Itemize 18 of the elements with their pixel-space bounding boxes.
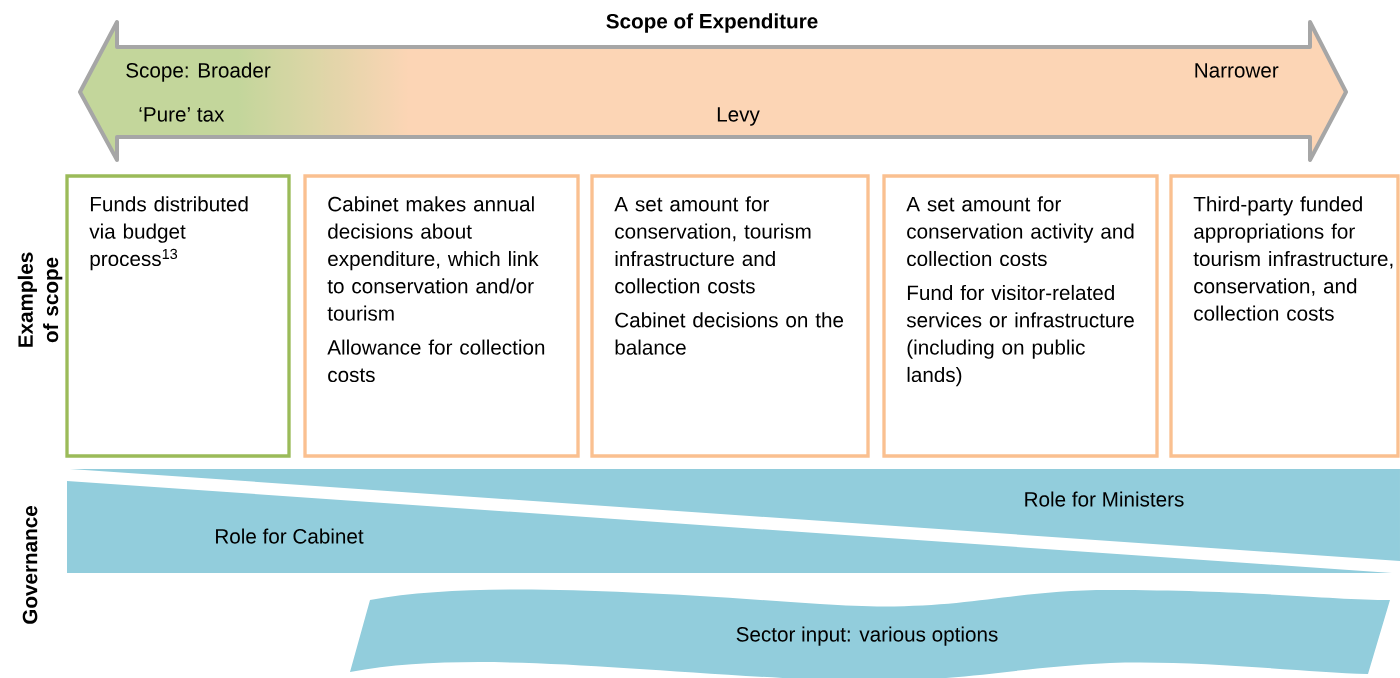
side-label: Governance (22, 505, 38, 624)
node-label: Role for Ministers (1025, 491, 1184, 507)
box-text: Cabinet makes annual decisions about expenditure, which link to conservation and/or tourism (327, 196, 539, 321)
box-text: Funds distributed via budget process$^{13}$ (89, 196, 248, 271)
scope-box (590, 174, 870, 458)
box-text: A set amount for conservation, tourism infrastructure and collection costs (614, 196, 811, 294)
box-text: A set amount for conservation activity and collection costs (906, 196, 1134, 267)
scope-box (1169, 174, 1400, 458)
box-text: Fund for visitor-related services or infrastructure (including on public lands) (906, 284, 1134, 387)
node-label: Role for Cabinet (216, 528, 364, 544)
box-text: Cabinet decisions on the balance (615, 312, 844, 355)
box-text: Allowance for collection costs (327, 339, 545, 383)
box-text: Third-party funded appropriations for tourism infrastructure, conservation, and collection costs (1193, 196, 1393, 321)
wavy-band: Sector input: various options (350, 589, 1390, 678)
scope-box (65, 174, 291, 458)
scope-box (882, 174, 1159, 458)
side-label: Examples of scope (17, 252, 63, 347)
scope-box (303, 174, 580, 458)
